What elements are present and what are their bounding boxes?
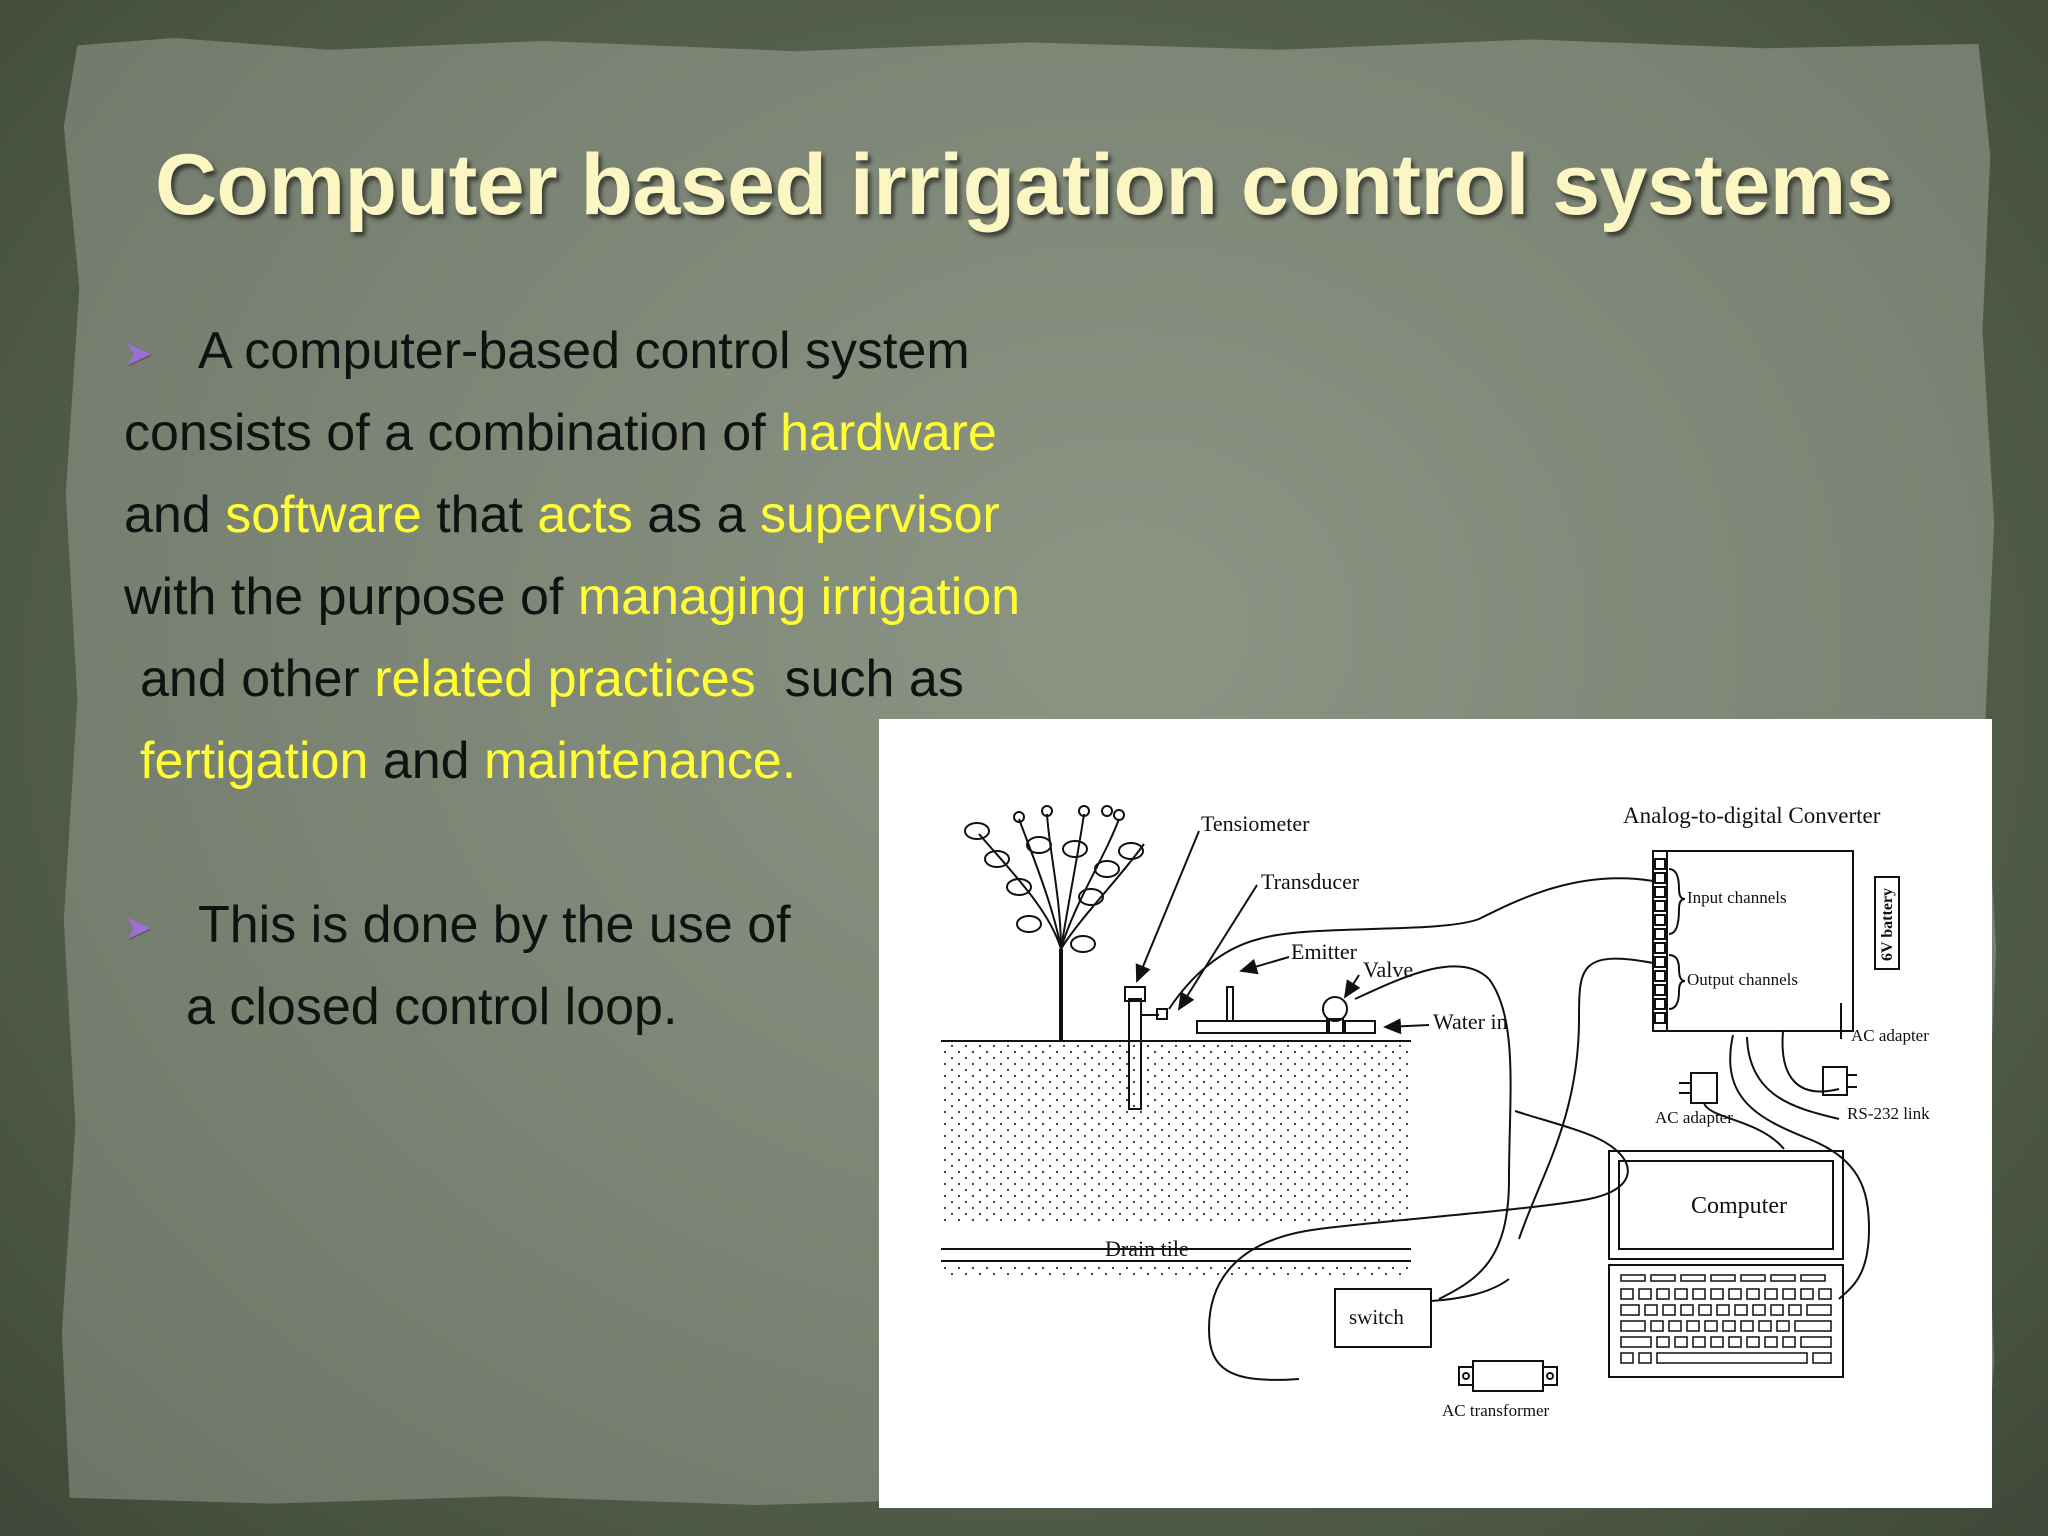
ac-adapter-label: AC adapter (1851, 1026, 1929, 1045)
water-in-pointer (1383, 1018, 1430, 1035)
adc-terminal-strip (1652, 850, 1668, 1032)
ac-transformer-icon (1458, 1360, 1558, 1392)
rs232-label: RS-232 link (1847, 1104, 1930, 1123)
bullet-1-line-4: with the purpose of managing irrigation (124, 556, 1204, 638)
emitter-pointer (1239, 956, 1290, 975)
computer-label: Computer (1691, 1193, 1787, 1219)
bullet-1-line-1: ➤ A computer-based control system (124, 310, 1204, 392)
drain-tile-label: Drain tile (1105, 1236, 1189, 1261)
tensiometer-icon (1124, 986, 1168, 1110)
ac-adapter-icon (1822, 1066, 1848, 1096)
output-brace (1668, 954, 1686, 1010)
battery-icon (1874, 876, 1900, 970)
wire-rs232 (1729, 1034, 1871, 1300)
bullet-2-text-continued: a closed control loop. (186, 978, 678, 1036)
wire-computer-loop (1207, 1110, 1629, 1381)
bullet-2-line-2: a closed control loop. (124, 966, 1204, 1048)
wire-ac-adapter-2 (1781, 1030, 1840, 1093)
soil-area (941, 1041, 1411, 1225)
text-span: and (124, 486, 226, 544)
ac-adapter-label-2: AC adapter (1655, 1108, 1733, 1127)
highlight-managing-irrigation: managing irrigation (577, 568, 1021, 626)
input-channels-label: Input channels (1687, 888, 1787, 907)
computer-icon (1608, 1150, 1844, 1378)
highlight-related-practices: related practices (374, 650, 756, 708)
transducer-label: Transducer (1261, 869, 1360, 894)
text-span: with the purpose of (124, 568, 578, 626)
slide-body: ➤ A computer-based control system consist… (124, 310, 1204, 1048)
wire-transducer (1168, 877, 1654, 1010)
ac-transformer-label: AC transformer (1442, 1401, 1550, 1420)
emitter-pipe-icon (1196, 986, 1376, 1034)
bullet-1-line-2: consists of a combination of hardware (124, 392, 1204, 474)
highlight-acts: acts (537, 486, 633, 544)
output-channels-label: Output channels (1687, 970, 1798, 989)
bullet-1-text: A computer-based control system (198, 322, 970, 380)
water-in-label: Water in (1433, 1009, 1508, 1034)
ac-adapter-icon-2 (1690, 1072, 1718, 1104)
emitter-label: Emitter (1291, 939, 1358, 964)
highlight-software: software (225, 486, 422, 544)
bullet-2-line-1: ➤ This is done by the use of (124, 884, 1204, 966)
bullet-2-text: This is done by the use of (198, 896, 791, 954)
switch-wire (1430, 1278, 1510, 1302)
text-span: and (368, 732, 485, 790)
wire-output (1518, 957, 1654, 1240)
bullet-1-line-5: and other related practices such as (124, 638, 1204, 720)
keyboard-keys (1620, 1274, 1832, 1364)
bullet-1-line-3: and software that acts as a supervisor (124, 474, 1204, 556)
text-span: such as (755, 650, 964, 708)
switch-label: switch (1349, 1305, 1404, 1329)
switch-box (1334, 1288, 1432, 1348)
irrigation-system-diagram: Tensiometer Transducer Emitter Valve Wat… (879, 719, 1992, 1508)
wire-ac-adapter-1 (1746, 1036, 1840, 1120)
highlight-supervisor: supervisor (759, 486, 1000, 544)
valve-pointer (1343, 974, 1361, 999)
battery-label: 6V battery (1879, 888, 1896, 961)
text-span: as a (632, 486, 760, 544)
adc-label: Analog-to-digital Converter (1623, 803, 1881, 828)
tensiometer-pointer (1135, 830, 1200, 983)
bullet-1-line-6: fertigation and maintenance. (124, 720, 1204, 802)
text-span: and other (140, 650, 375, 708)
wire-valve (1354, 965, 1512, 1300)
tensiometer-label: Tensiometer (1201, 811, 1310, 836)
slide-title: Computer based irrigation control system… (154, 137, 1894, 233)
arrowhead-bullet-icon: ➤ (124, 335, 153, 374)
plant-icon (964, 805, 1145, 1041)
text-span: that (421, 486, 538, 544)
transducer-pointer (1177, 884, 1258, 1011)
valve-label: Valve (1363, 957, 1413, 982)
adc-terminals (1654, 858, 1666, 1024)
highlight-hardware: hardware (780, 404, 997, 462)
soil-strip (941, 1267, 1411, 1277)
ac-adapter-wire (1703, 1102, 1785, 1150)
highlight-maintenance: maintenance. (484, 732, 797, 790)
input-brace (1668, 868, 1686, 935)
highlight-fertigation: fertigation (140, 732, 369, 790)
arrowhead-bullet-icon: ➤ (124, 909, 153, 948)
adc-box (1652, 850, 1854, 1032)
text-span: consists of a combination of (124, 404, 781, 462)
